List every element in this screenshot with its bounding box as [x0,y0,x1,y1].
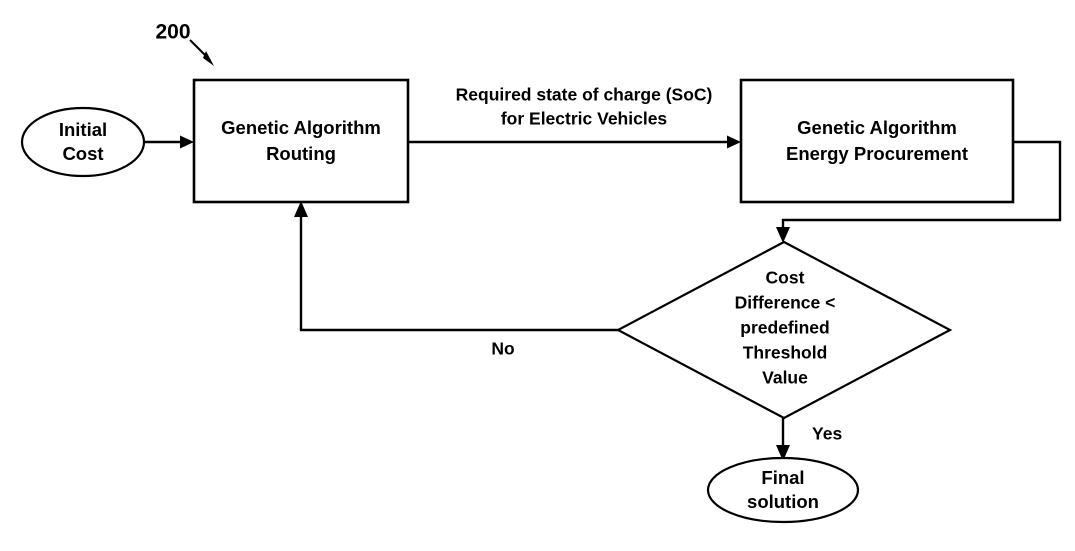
decision-label-line3: predefined [740,318,829,338]
decision-label-line4: Threshold [743,343,828,363]
decision-label-line2: Difference < [735,293,836,313]
edge-initial-to-routing [144,135,194,149]
final-solution-label-line2: solution [747,491,819,512]
edge-decision-yes-to-final: Yes [776,418,842,461]
edge-routing-to-procurement: Required state of charge (SoC) for Elect… [408,85,741,149]
node-cost-difference-decision[interactable]: Cost Difference < predefined Threshold V… [615,240,953,420]
initial-cost-label-line1: Initial [59,119,107,140]
ga-energy-procurement-box[interactable] [739,78,1015,204]
decision-label-line5: Value [762,368,808,388]
ga-routing-label-line1: Genetic Algorithm [221,117,381,138]
branch-label-yes: Yes [812,424,842,444]
edge-soc-label-line1: Required state of charge (SoC) [456,85,713,105]
final-solution-ellipse[interactable] [706,456,860,524]
node-ga-routing[interactable]: Genetic Algorithm Routing [192,78,410,204]
edge-soc-label-line2: for Electric Vehicles [501,109,668,129]
branch-label-no: No [491,339,514,359]
final-solution-label-line1: Final [761,467,804,488]
node-final-solution[interactable]: Final solution [706,456,860,524]
reference-pointer-arrow [189,39,214,66]
initial-cost-label-line2: Cost [62,143,103,164]
ga-routing-label-line2: Routing [266,143,336,164]
ga-energy-procurement-label-line2: Energy Procurement [786,143,968,164]
edge-decision-no-to-routing: No [294,201,618,359]
node-ga-energy-procurement[interactable]: Genetic Algorithm Energy Procurement [739,78,1015,204]
ga-energy-procurement-label-line1: Genetic Algorithm [797,117,957,138]
ga-routing-box[interactable] [192,78,410,204]
reference-number-label: 200 [155,21,190,44]
edge-procurement-to-decision [776,140,1062,243]
decision-label-line1: Cost [766,268,805,288]
node-initial-cost[interactable]: Initial Cost [20,106,146,178]
